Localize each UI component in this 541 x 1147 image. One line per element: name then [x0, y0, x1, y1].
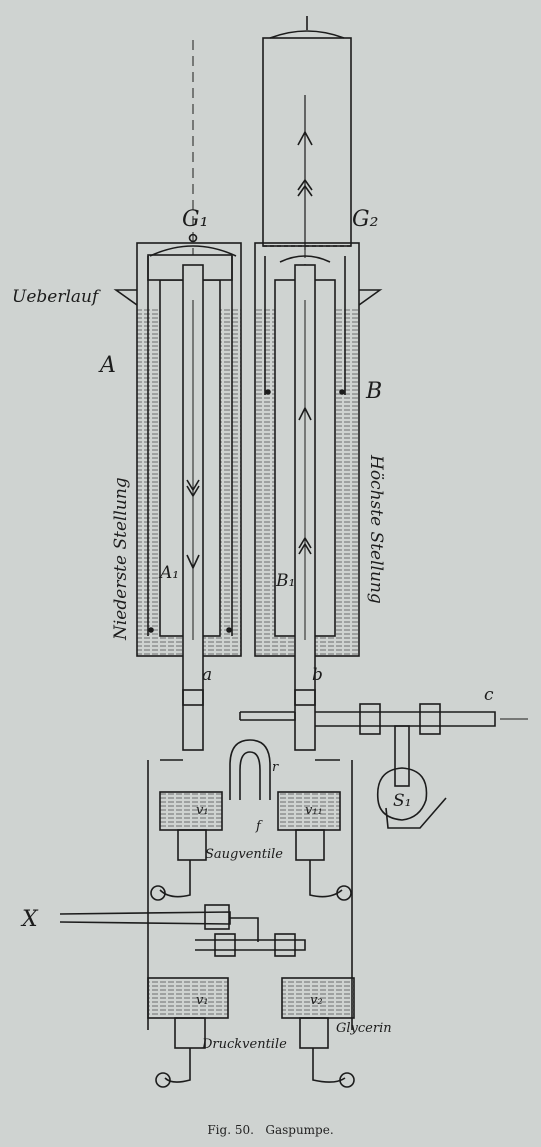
- label-vessel-b: B: [365, 379, 382, 404]
- label-v1-bottom: v₁: [196, 993, 209, 1008]
- label-g1: G₁: [182, 207, 208, 232]
- label-druckventile: Druckventile: [201, 1037, 287, 1052]
- vessel-b: [254, 242, 383, 706]
- label-a: a: [202, 665, 212, 685]
- label-vessel-a: A: [98, 353, 116, 378]
- label-v2-bottom: v₂: [310, 993, 323, 1008]
- vessel-a: [113, 233, 242, 706]
- label-hoechste-stellung: Höchste Stellung: [366, 454, 386, 604]
- label-g2: G₂: [352, 207, 378, 232]
- caption-fig-number: Fig. 50.: [207, 1123, 254, 1137]
- outlet-x-pipe: [59, 904, 306, 957]
- pressure-valve-v1: [147, 977, 229, 1088]
- label-niederste-stellung: Niederste Stellung: [111, 477, 131, 641]
- label-a1: A₁: [158, 563, 179, 583]
- pressure-valve-v2: [281, 977, 355, 1088]
- label-glycerin: Glycerin: [336, 1021, 392, 1036]
- label-v1-top: v₁: [196, 803, 209, 818]
- label-v11-top: v₁₁: [305, 803, 323, 818]
- label-f: f: [255, 819, 263, 834]
- label-b1: B₁: [275, 571, 295, 591]
- label-ueberlauf: Ueberlauf: [12, 287, 101, 307]
- upper-piping: [182, 689, 528, 829]
- label-r: r: [272, 760, 279, 775]
- caption-title: Gaspumpe.: [265, 1123, 334, 1137]
- figure-caption: Fig. 50. Gaspumpe.: [0, 1123, 541, 1137]
- label-x: X: [20, 907, 39, 932]
- label-saugventile: Saugventile: [205, 847, 283, 862]
- label-c: c: [484, 685, 494, 705]
- label-b: b: [312, 665, 323, 685]
- suction-valve-v1: [147, 759, 223, 1030]
- tall-cylinder-g2: [262, 16, 352, 250]
- label-s1: S₁: [393, 791, 411, 811]
